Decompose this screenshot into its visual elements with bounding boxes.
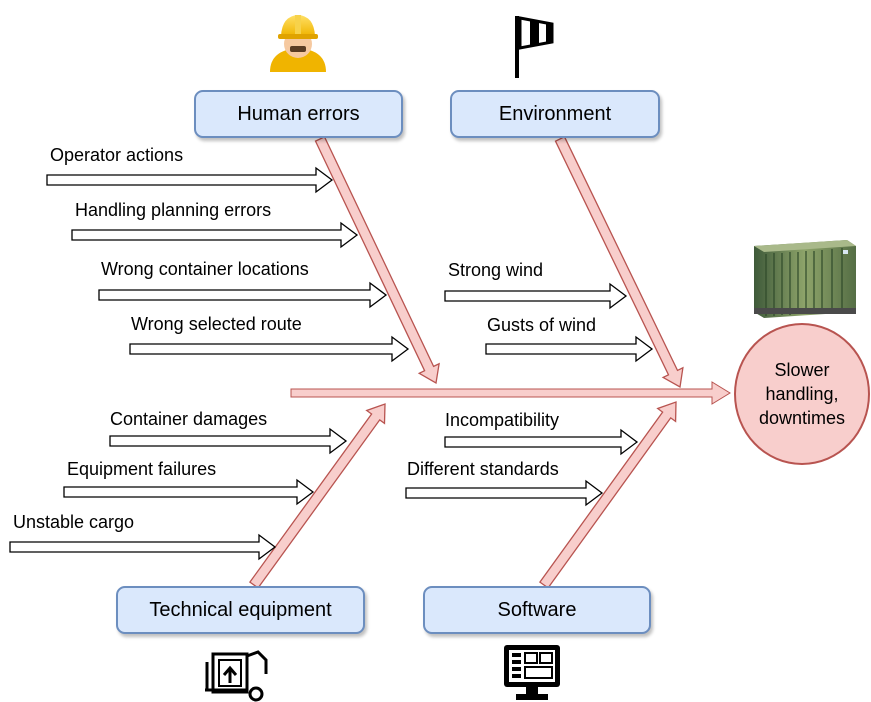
cause-arrow-unstable-cargo	[9, 533, 277, 561]
cause-container-damages: Container damages	[110, 409, 268, 429]
cause-unstable-cargo: Unstable cargo	[13, 512, 135, 532]
cause-operator-actions: Operator actions	[50, 145, 184, 165]
cause-gusts-of-wind: Gusts of wind	[487, 315, 597, 335]
spine-arrow	[290, 381, 731, 405]
cause-arrow-container-damages	[109, 427, 348, 455]
windsock-icon	[515, 16, 554, 78]
cause-arrow-operator-actions	[46, 166, 334, 194]
worker-helmet-icon	[270, 15, 326, 72]
cause-wrong-selected-route: Wrong selected route	[131, 314, 302, 334]
cause-strong-wind: Strong wind	[448, 260, 544, 280]
category-label: Technical equipment	[149, 598, 332, 621]
cause-equipment-failures: Equipment failures	[67, 459, 217, 479]
bone-environment	[554, 135, 684, 389]
cause-arrow-wrong-container-locations	[98, 281, 388, 309]
cause-incompatibility: Incompatibility	[445, 410, 560, 430]
bone-software	[538, 401, 677, 589]
computer-monitor-icon	[504, 645, 560, 700]
cause-arrow-equipment-failures	[63, 478, 315, 506]
bone-technical-equipment	[248, 403, 386, 589]
category-label: Human errors	[237, 102, 360, 125]
bone-human-errors	[314, 136, 440, 385]
effect-line-3: downtimes	[758, 408, 846, 428]
equipment-machine-icon	[205, 650, 268, 702]
category-software: Software	[423, 586, 651, 634]
cause-arrow-handling-planning-errors	[71, 221, 359, 249]
cause-arrow-different-standards	[405, 479, 604, 507]
effect-line-1: Slower	[774, 360, 830, 380]
category-human-errors: Human errors	[194, 90, 403, 138]
shipping-container-icon	[754, 240, 856, 318]
cause-different-standards: Different standards	[407, 459, 559, 479]
cause-handling-planning-errors: Handling planning errors	[75, 200, 272, 220]
category-environment: Environment	[450, 90, 660, 138]
cause-arrow-strong-wind	[444, 282, 628, 310]
category-technical-equipment: Technical equipment	[116, 586, 365, 634]
cause-arrow-wrong-selected-route	[129, 335, 410, 363]
effect-circle: Slower handling, downtimes	[734, 323, 870, 465]
cause-wrong-container-locations: Wrong container locations	[101, 259, 309, 279]
cause-arrow-incompatibility	[444, 428, 639, 456]
effect-line-2: handling,	[765, 384, 839, 404]
category-label: Environment	[498, 102, 612, 125]
cause-arrow-gusts-of-wind	[485, 335, 654, 363]
category-label: Software	[497, 598, 577, 621]
